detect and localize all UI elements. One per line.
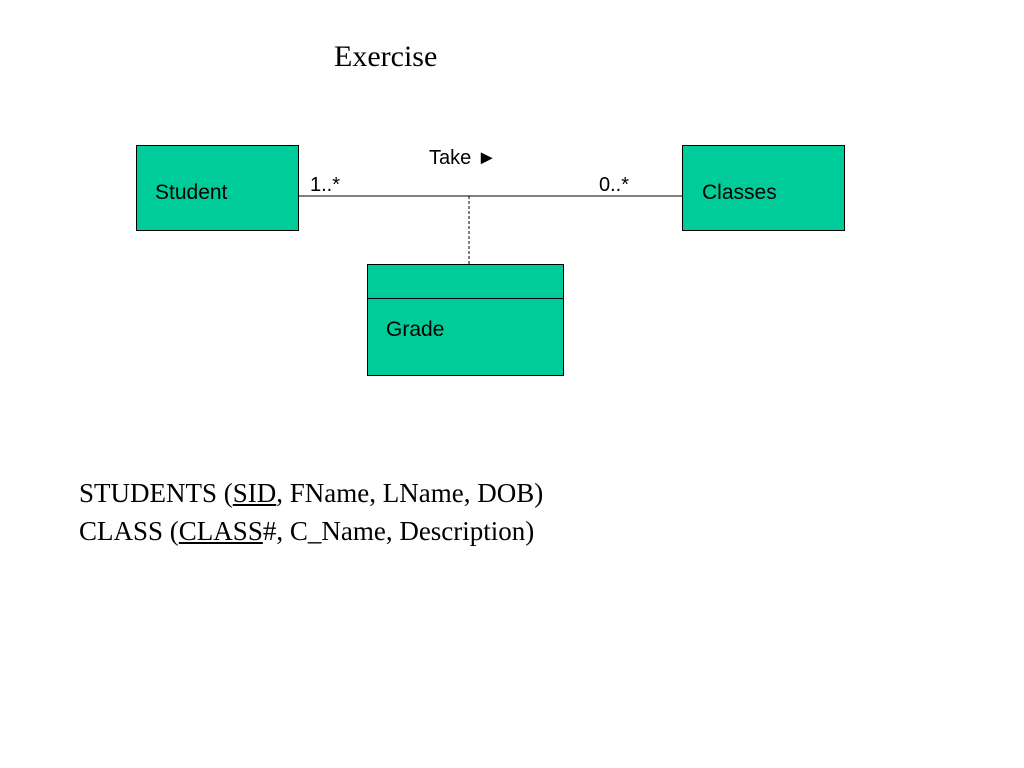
left-multiplicity: 1..*: [310, 174, 341, 196]
grade-class-box: [367, 264, 564, 376]
schema-open-paren: (: [217, 478, 233, 508]
primary-key-field: SID: [232, 478, 277, 508]
slide-title: Exercise: [334, 40, 438, 73]
schema-other-fields: #, C_Name, Description): [262, 516, 535, 546]
grade-class-label: Grade: [386, 318, 445, 341]
primary-key-field: CLASS: [178, 516, 263, 546]
student-entity-label: Student: [155, 181, 228, 204]
schema-other-fields: , FName, LName, DOB): [276, 478, 544, 508]
schema-open-paren: (: [163, 516, 179, 546]
classes-entity-label: Classes: [702, 181, 777, 204]
students-schema: STUDENTS (SID, FName, LName, DOB): [79, 474, 543, 512]
class-schema: CLASS (CLASS#, C_Name, Description): [79, 512, 543, 550]
direction-arrow-icon: ►: [476, 147, 497, 169]
classes-entity-box: [682, 145, 845, 231]
schema-table-name: STUDENTS: [79, 478, 218, 508]
association-name: Take ►: [429, 148, 497, 168]
grade-class-divider: [367, 298, 564, 299]
association-label: Take: [429, 147, 472, 169]
schema-table-name: CLASS: [79, 516, 164, 546]
student-entity-box: [136, 145, 299, 231]
relational-schemas: STUDENTS (SID, FName, LName, DOB) CLASS …: [79, 474, 543, 550]
right-multiplicity: 0..*: [599, 174, 630, 196]
